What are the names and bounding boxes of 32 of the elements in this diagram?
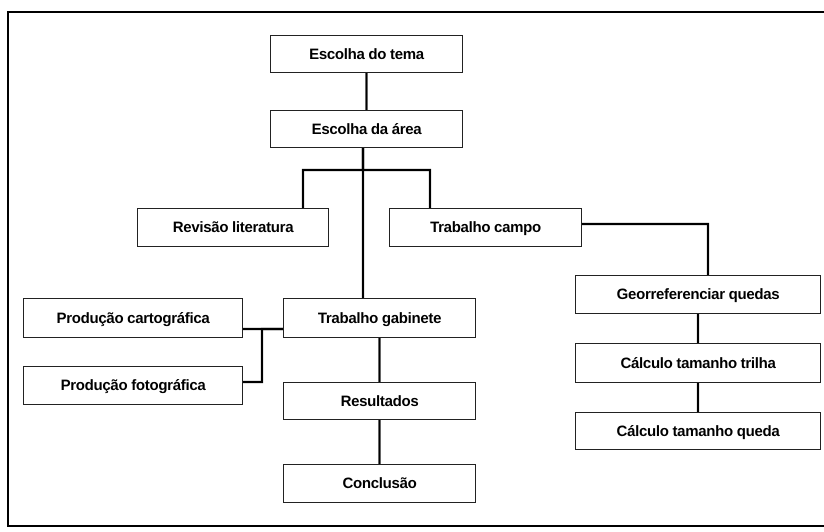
process-box bbox=[575, 343, 821, 383]
box-label: Escolha do tema bbox=[309, 46, 424, 62]
connector-line bbox=[362, 148, 364, 298]
box-label: Cálculo tamanho trilha bbox=[620, 354, 776, 372]
process-box bbox=[283, 382, 476, 420]
process-box bbox=[389, 208, 582, 247]
process-box bbox=[270, 35, 463, 73]
connector-line bbox=[378, 420, 381, 464]
process-box bbox=[23, 366, 243, 405]
box-label: Resultados bbox=[340, 392, 418, 410]
process-box bbox=[283, 464, 476, 503]
process-box bbox=[575, 275, 821, 314]
connector-line bbox=[582, 222, 710, 275]
process-box bbox=[270, 110, 463, 148]
process-box bbox=[137, 208, 329, 247]
connector-line bbox=[365, 73, 368, 110]
box-label: Cálculo tamanho queda bbox=[616, 422, 780, 440]
box-label: Revisão literatura bbox=[172, 219, 294, 236]
connector-line bbox=[696, 314, 700, 343]
box-label: Produção fotográfica bbox=[60, 377, 206, 394]
process-box bbox=[23, 298, 243, 338]
box-label: Georreferenciar quedas bbox=[616, 286, 780, 303]
box-label: Produção cartográfica bbox=[56, 310, 210, 326]
connector-line bbox=[696, 383, 700, 412]
connector-line bbox=[378, 338, 381, 382]
box-label: Trabalho gabinete bbox=[318, 310, 442, 326]
process-box bbox=[575, 412, 821, 450]
connector-line bbox=[243, 328, 283, 384]
box-label: Escolha da área bbox=[312, 120, 422, 138]
process-box bbox=[283, 298, 476, 338]
box-label: Conclusão bbox=[342, 475, 416, 492]
box-label: Trabalho campo bbox=[430, 219, 541, 236]
